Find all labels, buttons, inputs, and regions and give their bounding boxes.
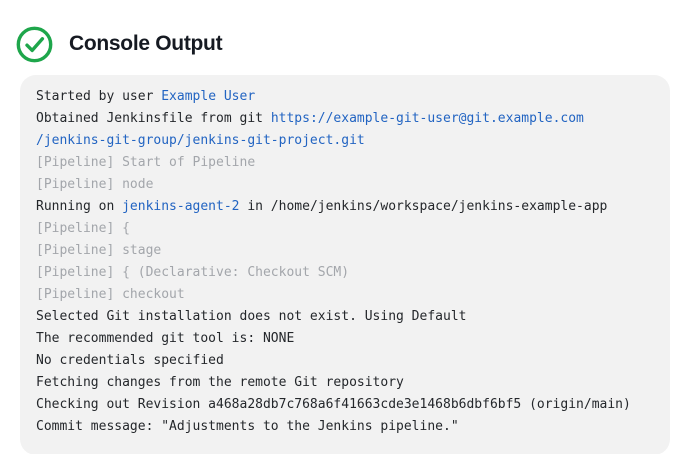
console-text: [Pipeline] { (Declarative: Checkout SCM) (36, 265, 350, 280)
console-line: /jenkins-git-group/jenkins-git-project.g… (36, 130, 654, 152)
console-text: The recommended git tool is: NONE (36, 331, 295, 346)
console-text: [Pipeline] { (36, 221, 130, 236)
console-line: [Pipeline] { (Declarative: Checkout SCM) (36, 262, 654, 284)
console-line: [Pipeline] stage (36, 240, 654, 262)
console-text: [Pipeline] Start of Pipeline (36, 155, 256, 170)
console-line: The recommended git tool is: NONE (36, 328, 654, 350)
console-text: Fetching changes from the remote Git rep… (36, 375, 404, 390)
console-link[interactable]: https://example-git-user@git.example.com (270, 111, 584, 126)
console-link[interactable]: Example User (161, 89, 256, 104)
console-line: Running on jenkins-agent-2 in /home/jenk… (36, 196, 654, 218)
console-line: [Pipeline] Start of Pipeline (36, 152, 654, 174)
console-text: in /home/jenkins/workspace/jenkins-examp… (239, 199, 608, 214)
success-check-circle-icon (16, 26, 53, 62)
console-text: [Pipeline] stage (36, 243, 162, 258)
console-text: Selected Git installation does not exist… (36, 309, 467, 324)
console-line: [Pipeline] checkout (36, 284, 654, 306)
page-header: Console Output (0, 0, 686, 75)
console-text: Started by user (36, 89, 162, 104)
console-line: Commit message: "Adjustments to the Jenk… (36, 416, 654, 438)
console-line: Obtained Jenkinsfile from git https://ex… (36, 108, 654, 130)
console-line: [Pipeline] { (36, 218, 654, 240)
console-line: Started by user Example User (36, 86, 654, 108)
console-text: Obtained Jenkinsfile from git (36, 111, 271, 126)
console-line: Checking out Revision a468a28db7c768a6f4… (36, 394, 654, 416)
console-text: No credentials specified (36, 353, 224, 368)
console-text: Commit message: "Adjustments to the Jenk… (36, 419, 459, 434)
console-line: Selected Git installation does not exist… (36, 306, 654, 328)
console-text: Running on (36, 199, 123, 214)
console-line: No credentials specified (36, 350, 654, 372)
console-line: Fetching changes from the remote Git rep… (36, 372, 654, 394)
console-link[interactable]: jenkins-agent-2 (122, 199, 240, 214)
console-text: [Pipeline] node (36, 177, 154, 192)
console-line: [Pipeline] node (36, 174, 654, 196)
page-title: Console Output (69, 32, 223, 55)
console-link[interactable]: /jenkins-git-group/jenkins-git-project.g… (36, 133, 365, 148)
console-text: Checking out Revision a468a28db7c768a6f4… (36, 397, 631, 412)
console-text: [Pipeline] checkout (36, 287, 185, 302)
